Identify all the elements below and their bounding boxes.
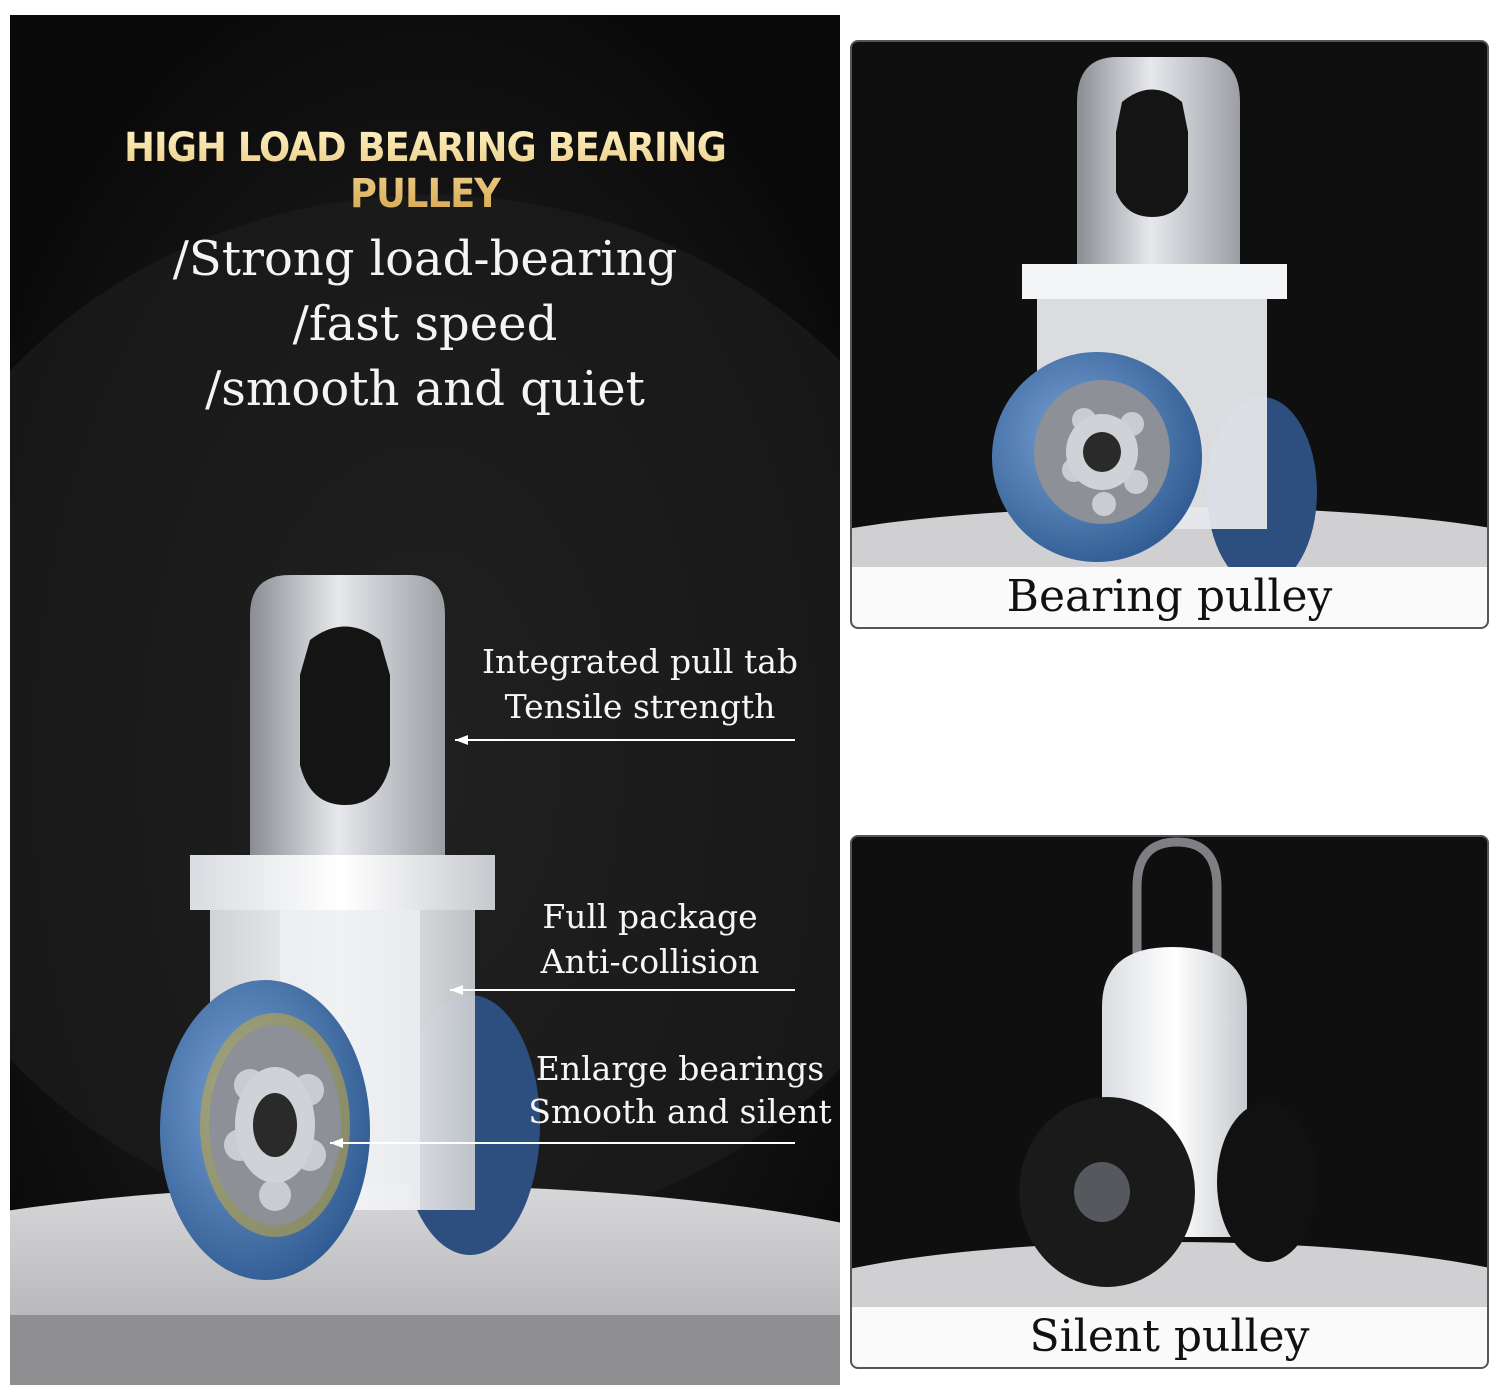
bearing-pulley-caption: Bearing pulley (852, 567, 1487, 627)
callout-full-package-line1: Full package (542, 897, 758, 936)
bearing-pulley-image (852, 42, 1487, 627)
silent-pulley-image (852, 837, 1487, 1367)
tagline-3: /smooth and quiet (205, 361, 645, 417)
callout-full-package-line2: Anti-collision (540, 941, 760, 981)
tagline-1: /Strong load-bearing (172, 231, 678, 287)
tagline-2: /fast speed (292, 296, 558, 352)
silent-pulley-card: Silent pulley (850, 835, 1489, 1369)
callout-bearings-line1: Enlarge bearings (535, 1049, 825, 1088)
main-product-illustration (10, 15, 840, 1385)
callout-full-package: Full package Anti-collision (460, 895, 840, 984)
callout-bearings: Enlarge bearings Smooth and silent (500, 1048, 840, 1134)
callout-pull-tab-line2: Tensile strength (504, 686, 776, 726)
callout-pull-tab-line1: Integrated pull tab (481, 642, 799, 681)
main-product-panel: HIGH LOAD BEARING BEARING PULLEY /Strong… (10, 15, 840, 1385)
bearing-pulley-card: Bearing pulley (850, 40, 1489, 629)
headline: HIGH LOAD BEARING BEARING PULLEY (43, 125, 807, 217)
callout-bearings-line2: Smooth and silent (528, 1091, 832, 1131)
callout-pull-tab: Integrated pull tab Tensile strength (450, 640, 830, 729)
silent-pulley-caption: Silent pulley (852, 1307, 1487, 1367)
